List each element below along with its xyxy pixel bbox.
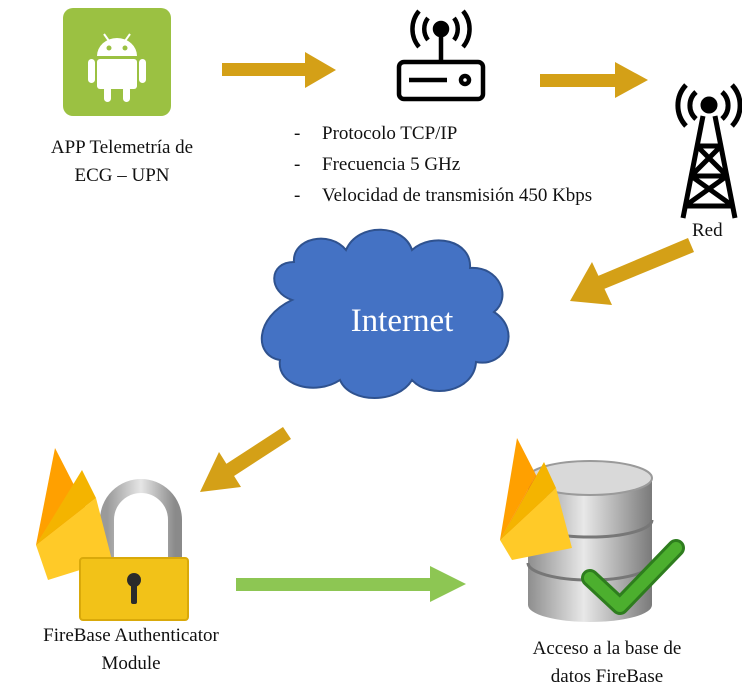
arrow-router-to-tower	[540, 62, 648, 98]
firebase-padlock-icon	[36, 448, 189, 621]
db-label: Acceso a la base de datos FireBase	[482, 635, 732, 690]
radio-tower-icon	[675, 83, 742, 219]
arrow-tower-to-internet	[570, 238, 694, 305]
cloud-icon	[260, 228, 510, 399]
auth-label: FireBase Authenticator Module	[0, 622, 262, 677]
list-item: -Velocidad de transmisión 450 Kbps	[294, 185, 593, 206]
router-specs-list: -Protocolo TCP/IP -Frecuencia 5 GHz -Vel…	[294, 118, 592, 211]
db-label-line1: Acceso a la base de	[532, 638, 682, 659]
spec-speed: Velocidad de transmisión 450 Kbps	[322, 185, 593, 206]
db-label-line2: datos FireBase	[550, 665, 664, 687]
auth-label-line1: FireBase Authenticator	[43, 625, 219, 646]
auth-label-line2: Module	[101, 652, 161, 674]
app-label-line1: APP Telemetría de	[50, 137, 194, 158]
list-item: -Protocolo TCP/IP	[294, 123, 458, 144]
arrow-internet-to-auth	[200, 427, 291, 492]
spec-frequency: Frecuencia 5 GHz	[322, 154, 461, 175]
spec-protocol: Protocolo TCP/IP	[322, 123, 458, 144]
app-label: APP Telemetría de ECG – UPN	[22, 134, 222, 189]
firebase-database-check-icon	[500, 438, 685, 622]
list-item: -Frecuencia 5 GHz	[294, 154, 461, 175]
app-label-line2: ECG – UPN	[74, 164, 170, 186]
wifi-router-icon	[396, 9, 486, 102]
internet-label: Internet	[350, 303, 454, 339]
arrow-app-to-router	[222, 52, 336, 88]
arrow-auth-to-db	[236, 566, 466, 602]
android-icon	[63, 8, 171, 116]
tower-label: Red	[692, 220, 723, 241]
